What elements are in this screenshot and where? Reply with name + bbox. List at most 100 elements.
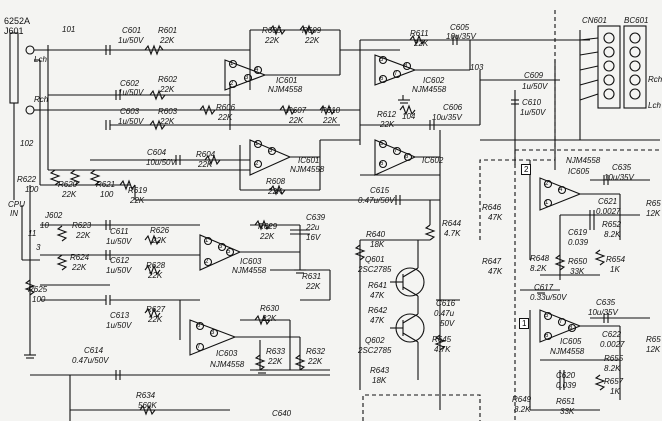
c610-value: 1u/50V: [520, 108, 546, 117]
r612-value: 22K: [380, 120, 395, 129]
r645-ref: R645: [432, 335, 452, 344]
ref-102-label: 102: [20, 139, 34, 148]
r641-ref: R641: [368, 281, 388, 290]
r620-value: 22K: [62, 190, 77, 199]
pin-10-label: 10: [40, 221, 49, 230]
ic602a-ref: IC602: [423, 76, 445, 85]
r623-ref: R623: [72, 221, 92, 230]
board-label: 6252A: [4, 16, 31, 26]
r628-ref: R628: [146, 261, 166, 270]
ref-101-label: 101: [62, 25, 76, 34]
c602-value: 1u/50V: [118, 88, 144, 97]
r623-value: 22K: [76, 231, 91, 240]
r620-ref: R620: [58, 180, 78, 189]
q601-ref: Q601: [365, 255, 385, 264]
r651-value: 33K: [560, 407, 575, 416]
r646-ref: R646: [482, 203, 502, 212]
c603-value: 1u/50V: [118, 117, 144, 126]
c621-ref: C621: [598, 197, 618, 206]
c620-value: 0.039: [556, 381, 577, 390]
c639-value: 22u: [306, 223, 320, 232]
op-amp-pin-number: 1: [545, 200, 549, 206]
ic603b-type: NJM4558: [210, 360, 245, 369]
section-1-box: 1: [519, 318, 530, 329]
r627-ref: R627: [146, 305, 166, 314]
r644-value: 4.7K: [444, 229, 461, 238]
r608-ref: R608: [266, 177, 286, 186]
j601-body: [9, 32, 19, 104]
r654-value: 1K: [610, 265, 620, 274]
c602-ref: C602: [120, 79, 140, 88]
r632-value: 22K: [308, 357, 323, 366]
cpu-in-label-2: IN: [10, 209, 18, 218]
c635b-value: 10u/35V: [588, 308, 618, 317]
r650-ref: R650: [568, 257, 588, 266]
op-amp-pin-number: 3: [211, 330, 215, 336]
op-amp-pin-number: 6: [380, 161, 384, 167]
c619-ref: C619: [568, 228, 588, 237]
r644-ref: R644: [442, 219, 462, 228]
c640-ref: C640: [272, 409, 292, 418]
r642-value: 47K: [370, 316, 385, 325]
r649-value: 8.2K: [514, 405, 531, 414]
c606-ref: C606: [443, 103, 463, 112]
r628-value: 22K: [148, 271, 163, 280]
rch-input-label: Rch: [34, 95, 49, 104]
r602-ref: R602: [158, 75, 178, 84]
ic601b-ref: IC601: [298, 156, 320, 165]
r656a-ref: R65: [646, 199, 661, 208]
op-amp-pin-number: 4: [255, 67, 259, 73]
cpu-in-label: CPU: [8, 200, 25, 209]
r624-ref: R624: [70, 253, 90, 262]
r603-ref: R603: [158, 107, 178, 116]
op-amp-pin-number: 8: [404, 63, 408, 69]
c606-value: 10u/35V: [432, 113, 462, 122]
r621-ref: R621: [96, 180, 116, 189]
r630-value: 22K: [262, 314, 277, 323]
op-amp-pin-number: 3: [245, 75, 249, 81]
r634-ref: R634: [136, 391, 156, 400]
r604-ref: R604: [196, 150, 216, 159]
c604-value: 10u/50V: [146, 158, 176, 167]
j601-rch-terminal: [25, 105, 35, 115]
ic603a-ref: IC603: [240, 257, 262, 266]
q602-type: 2SC2785: [358, 346, 392, 355]
r619-value: 22K: [130, 196, 145, 205]
r609-ref: R609: [302, 26, 322, 35]
r640-value: 18K: [370, 240, 385, 249]
r629-value: 22K: [260, 232, 275, 241]
c609-value: 1u/50V: [522, 82, 548, 91]
ic603b-symbol: [189, 319, 237, 356]
op-amp-pin-number: 2: [255, 161, 259, 167]
pin-11-label: 11: [28, 229, 37, 238]
r647-value: 47K: [488, 267, 503, 276]
r621-value: 100: [100, 190, 114, 199]
op-amp-pin-number: 2: [230, 81, 234, 87]
r642-ref: R642: [368, 306, 388, 315]
c612-ref: C612: [110, 256, 130, 265]
ic605b-type: NJM4558: [550, 347, 585, 356]
r626-ref: R626: [150, 226, 170, 235]
c611-value: 1u/50V: [106, 237, 132, 246]
r652-value: 8.2K: [604, 230, 621, 239]
ic605a-symbol: [539, 177, 582, 211]
r650-value: 33K: [570, 267, 585, 276]
r626-value: 22K: [152, 236, 167, 245]
r640-ref: R640: [366, 230, 386, 239]
r656a-value: 12K: [646, 209, 661, 218]
op-amp-pin-number: 6: [545, 333, 549, 339]
ic605a-type: NJM4558: [566, 156, 601, 165]
lch-output-label: Lch: [648, 101, 661, 110]
section-2-box: 2: [521, 164, 532, 175]
r607-ref: R607: [287, 106, 307, 115]
r643-value: 18K: [372, 376, 387, 385]
op-amp-pin-number: 5: [380, 141, 384, 147]
r656b-value: 12K: [646, 345, 661, 354]
r652-ref: R652: [602, 220, 622, 229]
cn601-label: CN601: [582, 16, 607, 25]
ref-103-label: 103: [470, 63, 484, 72]
c603-ref: C603: [120, 107, 140, 116]
op-amp-pin-number: 5: [380, 57, 384, 63]
j602-label: J602: [45, 211, 63, 220]
